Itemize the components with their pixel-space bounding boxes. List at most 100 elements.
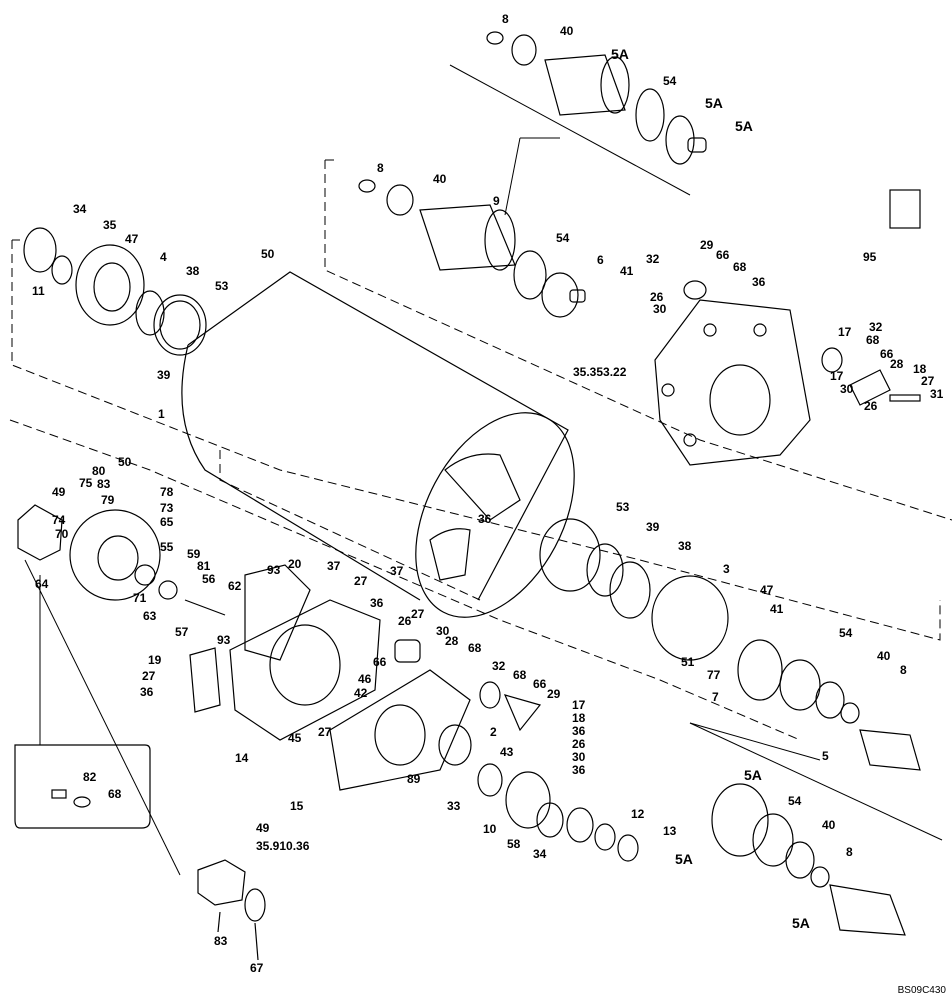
callout-label: 58 (507, 837, 521, 851)
callout-label: 40 (433, 172, 447, 186)
callout-label: 18 (913, 362, 927, 376)
callout-label: 46 (358, 672, 372, 686)
callout-label: 68 (468, 641, 482, 655)
callout-label: 50 (118, 455, 132, 469)
callout-label: 37 (327, 559, 341, 573)
callout-label: 17 (572, 698, 586, 712)
callout-label: 47 (760, 583, 774, 597)
callout-label: 5A (705, 95, 723, 111)
callout-label: 67 (250, 961, 264, 975)
callout-label: 7 (712, 690, 719, 704)
callout-label: 77 (707, 668, 721, 682)
callout-label: 27 (354, 574, 368, 588)
left-motor-group (17, 504, 311, 661)
callout-label: 41 (770, 602, 784, 616)
callout-label: 95 (863, 250, 877, 264)
callout-label: 34 (533, 847, 547, 861)
drum-shell (181, 271, 575, 618)
callout-label: 59 (187, 547, 201, 561)
callout-label: 19 (148, 653, 162, 667)
callout-label: 38 (678, 539, 692, 553)
callout-label: 68 (513, 668, 527, 682)
callout-label: 27 (318, 725, 332, 739)
callout-label: 50 (261, 247, 275, 261)
callout-label: 9 (493, 194, 500, 208)
callout-label: 36 (752, 275, 766, 289)
top-vibrator-assembly (486, 31, 707, 165)
callout-label: 5A (744, 767, 762, 783)
callout-label: 27 (921, 374, 935, 388)
callout-label: 36 (572, 763, 586, 777)
callout-label: 33 (447, 799, 461, 813)
callout-label: 65 (160, 515, 174, 529)
callout-label: 5A (675, 851, 693, 867)
callout-label: 15 (290, 799, 304, 813)
callout-label: 35 (103, 218, 117, 232)
callout-label: 68 (866, 333, 880, 347)
callout-label: 82 (83, 770, 97, 784)
callout-label: 54 (663, 74, 677, 88)
callout-label: 53 (616, 500, 630, 514)
callout-label: 41 (620, 264, 634, 278)
diagram-code: BS09C430 (897, 985, 946, 996)
callout-label: 63 (143, 609, 157, 623)
callout-label: 64 (35, 577, 49, 591)
callout-label: 53 (215, 279, 229, 293)
callout-label: 26 (398, 614, 412, 628)
callout-label: 30 (572, 750, 586, 764)
callout-label: 8 (377, 161, 384, 175)
callout-label: 1 (158, 407, 165, 421)
callout-label: 40 (877, 649, 891, 663)
callout-label: 49 (256, 821, 270, 835)
callout-label: 34 (73, 202, 87, 216)
callout-label: 29 (547, 687, 561, 701)
lower-drive-components (438, 681, 639, 862)
callout-label: 66 (880, 347, 894, 361)
callout-label: 49 (52, 485, 66, 499)
callout-label: 5 (822, 749, 829, 763)
callout-label: 81 (197, 559, 211, 573)
callout-label: 17 (830, 369, 844, 383)
callout-label: 79 (101, 493, 115, 507)
hydraulic-motor-49 (197, 859, 266, 961)
callout-label: 17 (838, 325, 852, 339)
callout-label: 57 (175, 625, 189, 639)
callout-label: 27 (142, 669, 156, 683)
callout-label: 36 (140, 685, 154, 699)
callout-label: 37 (390, 564, 404, 578)
callout-label: 45 (288, 731, 302, 745)
callout-label: 36 (572, 724, 586, 738)
callout-label: 54 (788, 794, 802, 808)
callout-label: 36 (370, 596, 384, 610)
callout-label: 8 (846, 845, 853, 859)
callout-label: 54 (556, 231, 570, 245)
middle-vibrator-assembly (358, 179, 586, 318)
callout-label: 5A (735, 118, 753, 134)
callout-label: 73 (160, 501, 174, 515)
callout-label: 30 (436, 624, 450, 638)
detail-callout-box (14, 744, 151, 829)
callout-label: 14 (235, 751, 249, 765)
callout-label: 28 (445, 634, 459, 648)
callout-label: 83 (214, 934, 228, 948)
callout-label: 55 (160, 540, 174, 554)
callout-label: 10 (483, 822, 497, 836)
right-lower-bearing-group (539, 518, 921, 771)
callout-label: 11 (32, 284, 45, 298)
callout-label: 20 (288, 557, 302, 571)
callout-label: 5A (792, 915, 810, 931)
left-bearing-housing (23, 227, 207, 356)
callout-label: 28 (890, 357, 904, 371)
callout-label: 51 (681, 655, 695, 669)
callout-label: 2 (490, 725, 497, 739)
callout-label: 29 (700, 238, 714, 252)
callout-label: 4 (160, 250, 167, 264)
callout-label: 83 (97, 477, 111, 491)
right-support-frame (654, 189, 921, 466)
drive-side-plate (189, 599, 471, 791)
callout-label: 54 (839, 626, 853, 640)
callout-label: 26 (572, 737, 586, 751)
callout-label: 27 (411, 607, 425, 621)
callout-label: 62 (228, 579, 242, 593)
